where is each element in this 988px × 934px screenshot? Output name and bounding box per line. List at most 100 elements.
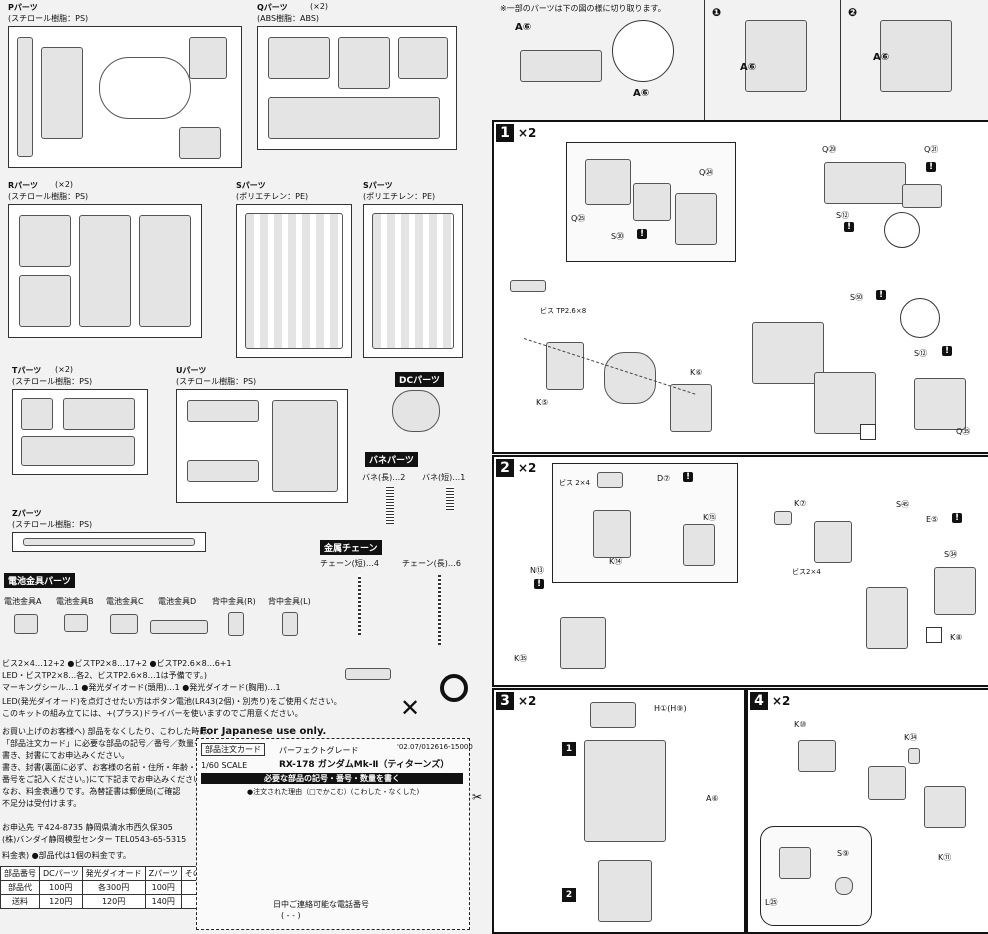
sprue-part: [23, 538, 195, 546]
part-drawing: [633, 183, 671, 221]
order-info: お買い上げのお客様へ) 部品をなくしたり、こわした時は、 「部品注文カード」に必…: [0, 722, 215, 932]
chain-long: チェーン(長)…6: [402, 559, 461, 568]
battery-part-drawing: [228, 612, 244, 636]
part-drawing: [824, 162, 906, 204]
warning-icon: !: [683, 472, 694, 482]
cut-drawing: [745, 20, 807, 92]
part-label: K⑪: [938, 853, 952, 862]
part-label: ビス 2×4: [559, 479, 590, 487]
warning-icon: !: [637, 229, 648, 239]
battery-item: 背中金具(L): [268, 597, 311, 606]
runner-p-material: (スチロール樹脂：PS): [8, 14, 89, 23]
runner-s2-title: Sパーツ: [363, 181, 393, 190]
wrong-x-icon: ✕: [400, 694, 421, 722]
card-code: '02.07/012616-15000: [397, 743, 473, 751]
cut-drawing: [520, 50, 602, 82]
step-number: 2: [496, 459, 514, 477]
part-label: S⑨: [837, 849, 850, 858]
battery-item: 電池金具C: [106, 597, 144, 606]
card-scale: 1/60 SCALE: [201, 761, 248, 770]
part-label: S㉚: [611, 232, 625, 241]
note-line: ビス2×4…12+2 ●ビスTP2×8…17+2 ●ビスTP2.6×8…6+1: [2, 659, 232, 668]
runner-p-sprue: [8, 26, 242, 168]
table-cell: Zパーツ: [144, 866, 182, 881]
runner-t-count: (×2): [55, 365, 74, 374]
battery-part-drawing: [282, 612, 298, 636]
battery-item: 電池金具D: [158, 597, 197, 606]
step-multiplier: ×2: [772, 694, 791, 708]
runner-q-count: (×2): [310, 2, 329, 11]
part-drawing: [560, 617, 606, 669]
sprue-part: [187, 400, 259, 422]
part-drawing: [584, 740, 666, 842]
runner-s1-title: Sパーツ: [236, 181, 266, 190]
battery-part-drawing: [110, 614, 138, 634]
card-request: 必要な部品の記号・番号・数量を書く: [201, 773, 463, 784]
cut-drawing: [880, 20, 952, 92]
card-phone-field[interactable]: ( - - ): [281, 911, 301, 920]
runner-z-material: (スチロール樹脂：PS): [12, 520, 93, 529]
part-label: Q㉔: [699, 168, 714, 177]
cut-step-one: ❶: [712, 6, 722, 19]
part-label: Q㉙: [822, 145, 837, 154]
screw-drawing: [597, 472, 623, 488]
battery-item: 背中金具(R): [212, 597, 256, 606]
part-drawing: [675, 193, 717, 245]
sprue-part: [372, 213, 454, 349]
spring-long-drawing: [386, 486, 394, 524]
table-row: 送料 120円 120円 140円 120円: [0, 894, 237, 909]
part-drawing: [868, 766, 906, 800]
sprue-part: [338, 37, 390, 89]
spring-short: バネ(短)…1: [422, 473, 466, 482]
part-drawing: [752, 322, 824, 384]
runner-t-title: Tパーツ: [12, 366, 42, 375]
cut-step-two: ❷: [848, 6, 858, 19]
part-label: H①(H⑨): [654, 704, 687, 713]
warning-icon: !: [942, 346, 953, 356]
part-label: S㉞: [944, 550, 958, 559]
table-cell: 100円: [144, 880, 182, 895]
divider: [704, 0, 705, 120]
part-drawing: [598, 860, 652, 922]
warning-icon: !: [926, 162, 937, 172]
inset-box: Q㉔ Q㉕ S㉚ !: [566, 142, 736, 262]
table-cell: 部品番号: [0, 866, 40, 881]
subassembly-label: 2: [562, 888, 576, 902]
runner-r-count: (×2): [55, 180, 74, 189]
sprue-part: [21, 398, 53, 430]
part-label: K⑦: [794, 499, 807, 508]
sprue-part: [139, 215, 191, 327]
part-label: K⑥: [690, 368, 703, 377]
cut-part-label: A⑥: [633, 88, 650, 99]
cut-detail-circle: [612, 20, 674, 82]
battery-part-drawing: [64, 614, 88, 632]
order-line: (株)バンダイ静岡模型センター TEL0543-65-5315: [2, 835, 187, 844]
part-drawing: [683, 524, 715, 566]
checkbox-mark: [926, 627, 942, 643]
sprue-part: [99, 57, 191, 119]
dc-parts-title: DCパーツ: [395, 372, 444, 387]
part-label: A⑥: [706, 794, 719, 803]
runner-r-sprue: [8, 204, 202, 338]
sprue-part: [268, 97, 440, 139]
correct-circle-icon: [440, 674, 468, 702]
order-line: 不足分は受付けます。: [2, 799, 82, 808]
runner-q-material: (ABS樹脂：ABS): [257, 14, 320, 23]
order-line: お申込先 〒424-8735 静岡県清水市西久保305: [2, 823, 173, 832]
order-line: 料金表) ●部品代は1個の料金です。: [2, 851, 131, 860]
runner-r-title: Rパーツ: [8, 181, 38, 190]
runner-s1-material: (ポリエチレン：PE): [236, 192, 309, 201]
sprue-part: [268, 37, 330, 79]
sprue-part: [187, 460, 259, 482]
sprue-part: [41, 47, 83, 139]
part-label: D⑦: [657, 474, 671, 483]
part-drawing: [670, 384, 712, 432]
table-cell: 送料: [0, 894, 40, 909]
order-line: なお、料金表通りです。為替証書は郵便局(ご確認: [2, 787, 181, 796]
sprue-part: [398, 37, 448, 79]
runner-r-material: (スチロール樹脂：PS): [8, 192, 89, 201]
detail-circle: [884, 212, 920, 248]
sprue-part: [17, 37, 33, 157]
warning-icon: !: [876, 290, 887, 300]
chain-short: チェーン(短)…4: [320, 559, 379, 568]
